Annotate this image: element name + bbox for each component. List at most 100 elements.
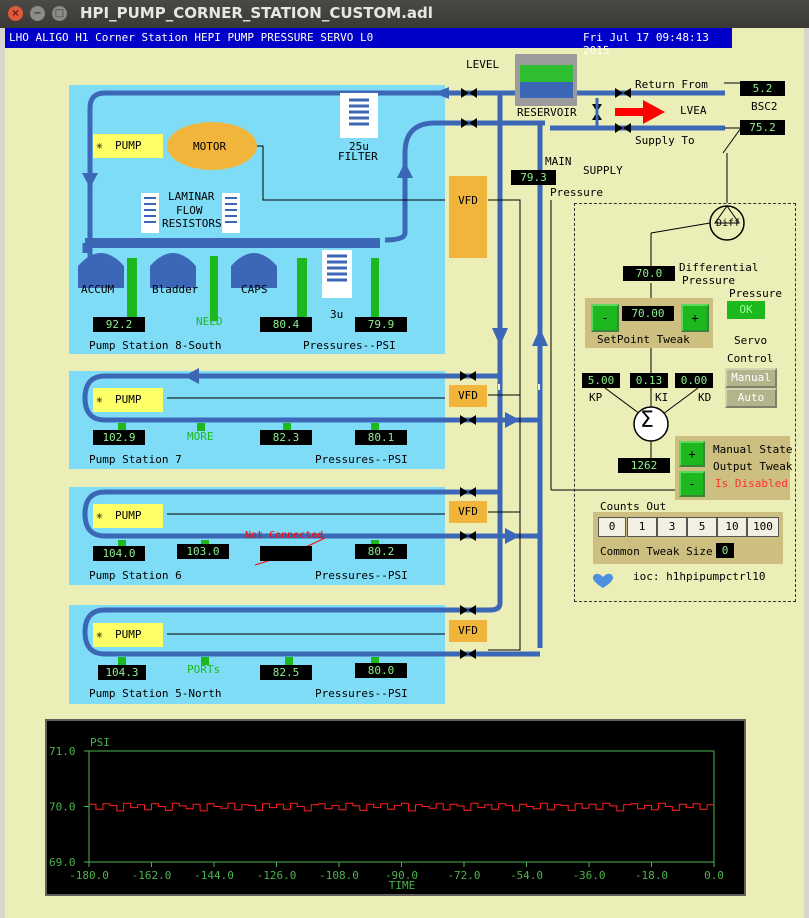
window-title: HPI_PUMP_CORNER_STATION_CUSTOM.adl	[80, 4, 433, 22]
banner-timestamp: Fri Jul 17 09:48:13 2015	[583, 31, 709, 57]
filter-25u-label: 25u	[349, 140, 369, 153]
filter-3u-label: 3u	[330, 308, 344, 321]
motor-label: MOTOR	[193, 140, 227, 153]
level-label: LEVEL	[466, 58, 500, 71]
tweak-3-button[interactable]: 3	[657, 517, 687, 537]
station7-readout-2: 82.3	[260, 430, 312, 445]
x-tick-label: -72.0	[447, 869, 480, 882]
station5-readout-1: 104.3	[98, 665, 146, 680]
diff-pressure-readout: 70.0	[623, 266, 675, 281]
tweak-10-button[interactable]: 10	[717, 517, 747, 537]
pipe-diagram	[78, 54, 745, 665]
setpoint-tweak-label: SetPoint Tweak	[597, 333, 690, 346]
station6-readout-2: 103.0	[177, 544, 229, 559]
station7-vfd[interactable]: VFD	[449, 385, 487, 407]
maximize-icon[interactable]: □	[52, 6, 67, 21]
servo-group-frame	[574, 203, 796, 602]
laminar-label: LAMINAR	[168, 190, 215, 203]
sigma-symbol: Σ	[640, 408, 654, 433]
tweak-1-button[interactable]: 1	[627, 517, 657, 537]
station8-name: Pump Station 8-South	[89, 339, 222, 352]
kd-label: KD	[698, 391, 712, 404]
close-icon[interactable]: ×	[8, 6, 23, 21]
x-tick-label: -18.0	[635, 869, 668, 882]
setpoint-readout: 70.00	[622, 306, 674, 321]
x-tick-label: -126.0	[257, 869, 297, 882]
station5-readout-3: 80.0	[355, 663, 407, 678]
pressure-status-label: Pressure	[729, 287, 782, 300]
station5-pressures-label: Pressures--PSI	[315, 687, 408, 700]
need-label: NEED	[196, 315, 223, 328]
caps-label: CAPS	[241, 283, 268, 296]
pump-6-label: PUMP	[115, 509, 142, 522]
output-decrement-button[interactable]: -	[679, 471, 705, 497]
manual-mode-button[interactable]: Manual	[725, 368, 777, 388]
resistors-label: RESISTORS	[162, 217, 222, 230]
station8-readout-1: 92.2	[93, 317, 145, 332]
tweak-5-button[interactable]: 5	[687, 517, 717, 537]
pump-8-button[interactable]: ✳ PUMP	[93, 134, 163, 158]
supply-pressure-readout: 75.2	[740, 120, 785, 135]
servo-label: Servo	[734, 334, 768, 347]
x-tick-label: -90.0	[385, 869, 418, 882]
supply-label: SUPPLY	[583, 164, 623, 177]
servo-output-readout: 1262	[618, 458, 670, 473]
return-pressure-readout: 5.2	[740, 81, 785, 96]
ioc-label: ioc: h1hpipumpctrl10	[633, 570, 766, 583]
y-tick-label: 70.0	[49, 801, 76, 814]
tweak-size-label: Common Tweak Size	[600, 545, 713, 558]
return-from-label: Return From	[635, 78, 708, 91]
station6-vfd[interactable]: VFD	[449, 501, 487, 523]
minimize-icon[interactable]: −	[30, 6, 45, 21]
filter-label: FILTER	[338, 150, 378, 163]
header-banner: LHO ALIGO H1 Corner Station HEPI PUMP PR…	[5, 28, 732, 57]
pump-5-button[interactable]: ✳ PUMP	[93, 623, 163, 647]
pump-7-label: PUMP	[115, 393, 142, 406]
station8-pressures-label: Pressures--PSI	[303, 339, 396, 352]
psi-trend-line	[89, 802, 714, 812]
ports-label: PORTs	[187, 663, 221, 676]
station8-readout-2: 80.4	[260, 317, 312, 332]
main-supply-readout: 79.3	[511, 170, 556, 185]
accum-label: ACCUM	[81, 283, 115, 296]
station5-vfd[interactable]: VFD	[449, 620, 487, 642]
bladder-label: Bladder	[152, 283, 199, 296]
setpoint-increment-button[interactable]: +	[681, 304, 709, 332]
station8-vfd[interactable]: VFD	[449, 176, 487, 258]
pressure-ok-indicator: OK	[727, 301, 765, 319]
window-titlebar: × − □ HPI_PUMP_CORNER_STATION_CUSTOM.adl	[0, 0, 809, 28]
station7-readout-3: 80.1	[355, 430, 407, 445]
pump-8-label: PUMP	[115, 139, 142, 152]
station6-readout-1: 104.0	[93, 546, 145, 561]
manual-state-label: Manual State	[713, 443, 793, 456]
bsc2-label: BSC2	[751, 100, 778, 113]
differential-pressure-label: Pressure	[682, 274, 735, 287]
x-tick-label: -144.0	[194, 869, 234, 882]
not-connected-label: Not Connected	[245, 530, 324, 541]
reservoir-label: RESERVOIR	[517, 106, 577, 119]
tweak-100-button[interactable]: 100	[747, 517, 779, 537]
flow-label: FLOW	[176, 204, 203, 217]
fan-icon: ✳	[96, 139, 103, 152]
control-label: Control	[727, 352, 774, 365]
chart-series-label: PSI	[90, 736, 110, 749]
x-tick-label: -36.0	[572, 869, 605, 882]
x-tick-label: -54.0	[510, 869, 543, 882]
more-label: MORE	[187, 430, 214, 443]
output-increment-button[interactable]: +	[679, 441, 705, 467]
lvea-label: LVEA	[680, 104, 707, 117]
y-tick-label: 69.0	[49, 856, 76, 869]
chart-x-axis-label: TIME	[389, 879, 416, 892]
kp-readout: 5.00	[582, 373, 620, 388]
auto-mode-button[interactable]: Auto	[725, 388, 777, 408]
pump-7-button[interactable]: ✳ PUMP	[93, 388, 163, 412]
diff-symbol-label: Diff	[716, 218, 741, 229]
chart-plot-area: PSI TIME -180.0-162.0-144.0-126.0-108.0-…	[49, 736, 724, 892]
tweak-0-button[interactable]: 0	[598, 517, 626, 537]
station5-readout-2: 82.5	[260, 665, 312, 680]
x-tick-label: -162.0	[132, 869, 172, 882]
setpoint-decrement-button[interactable]: -	[591, 304, 619, 332]
main-label: MAIN	[545, 155, 572, 168]
pump-6-button[interactable]: ✳ PUMP	[93, 504, 163, 528]
psi-strip-chart: PSI TIME -180.0-162.0-144.0-126.0-108.0-…	[45, 719, 746, 896]
